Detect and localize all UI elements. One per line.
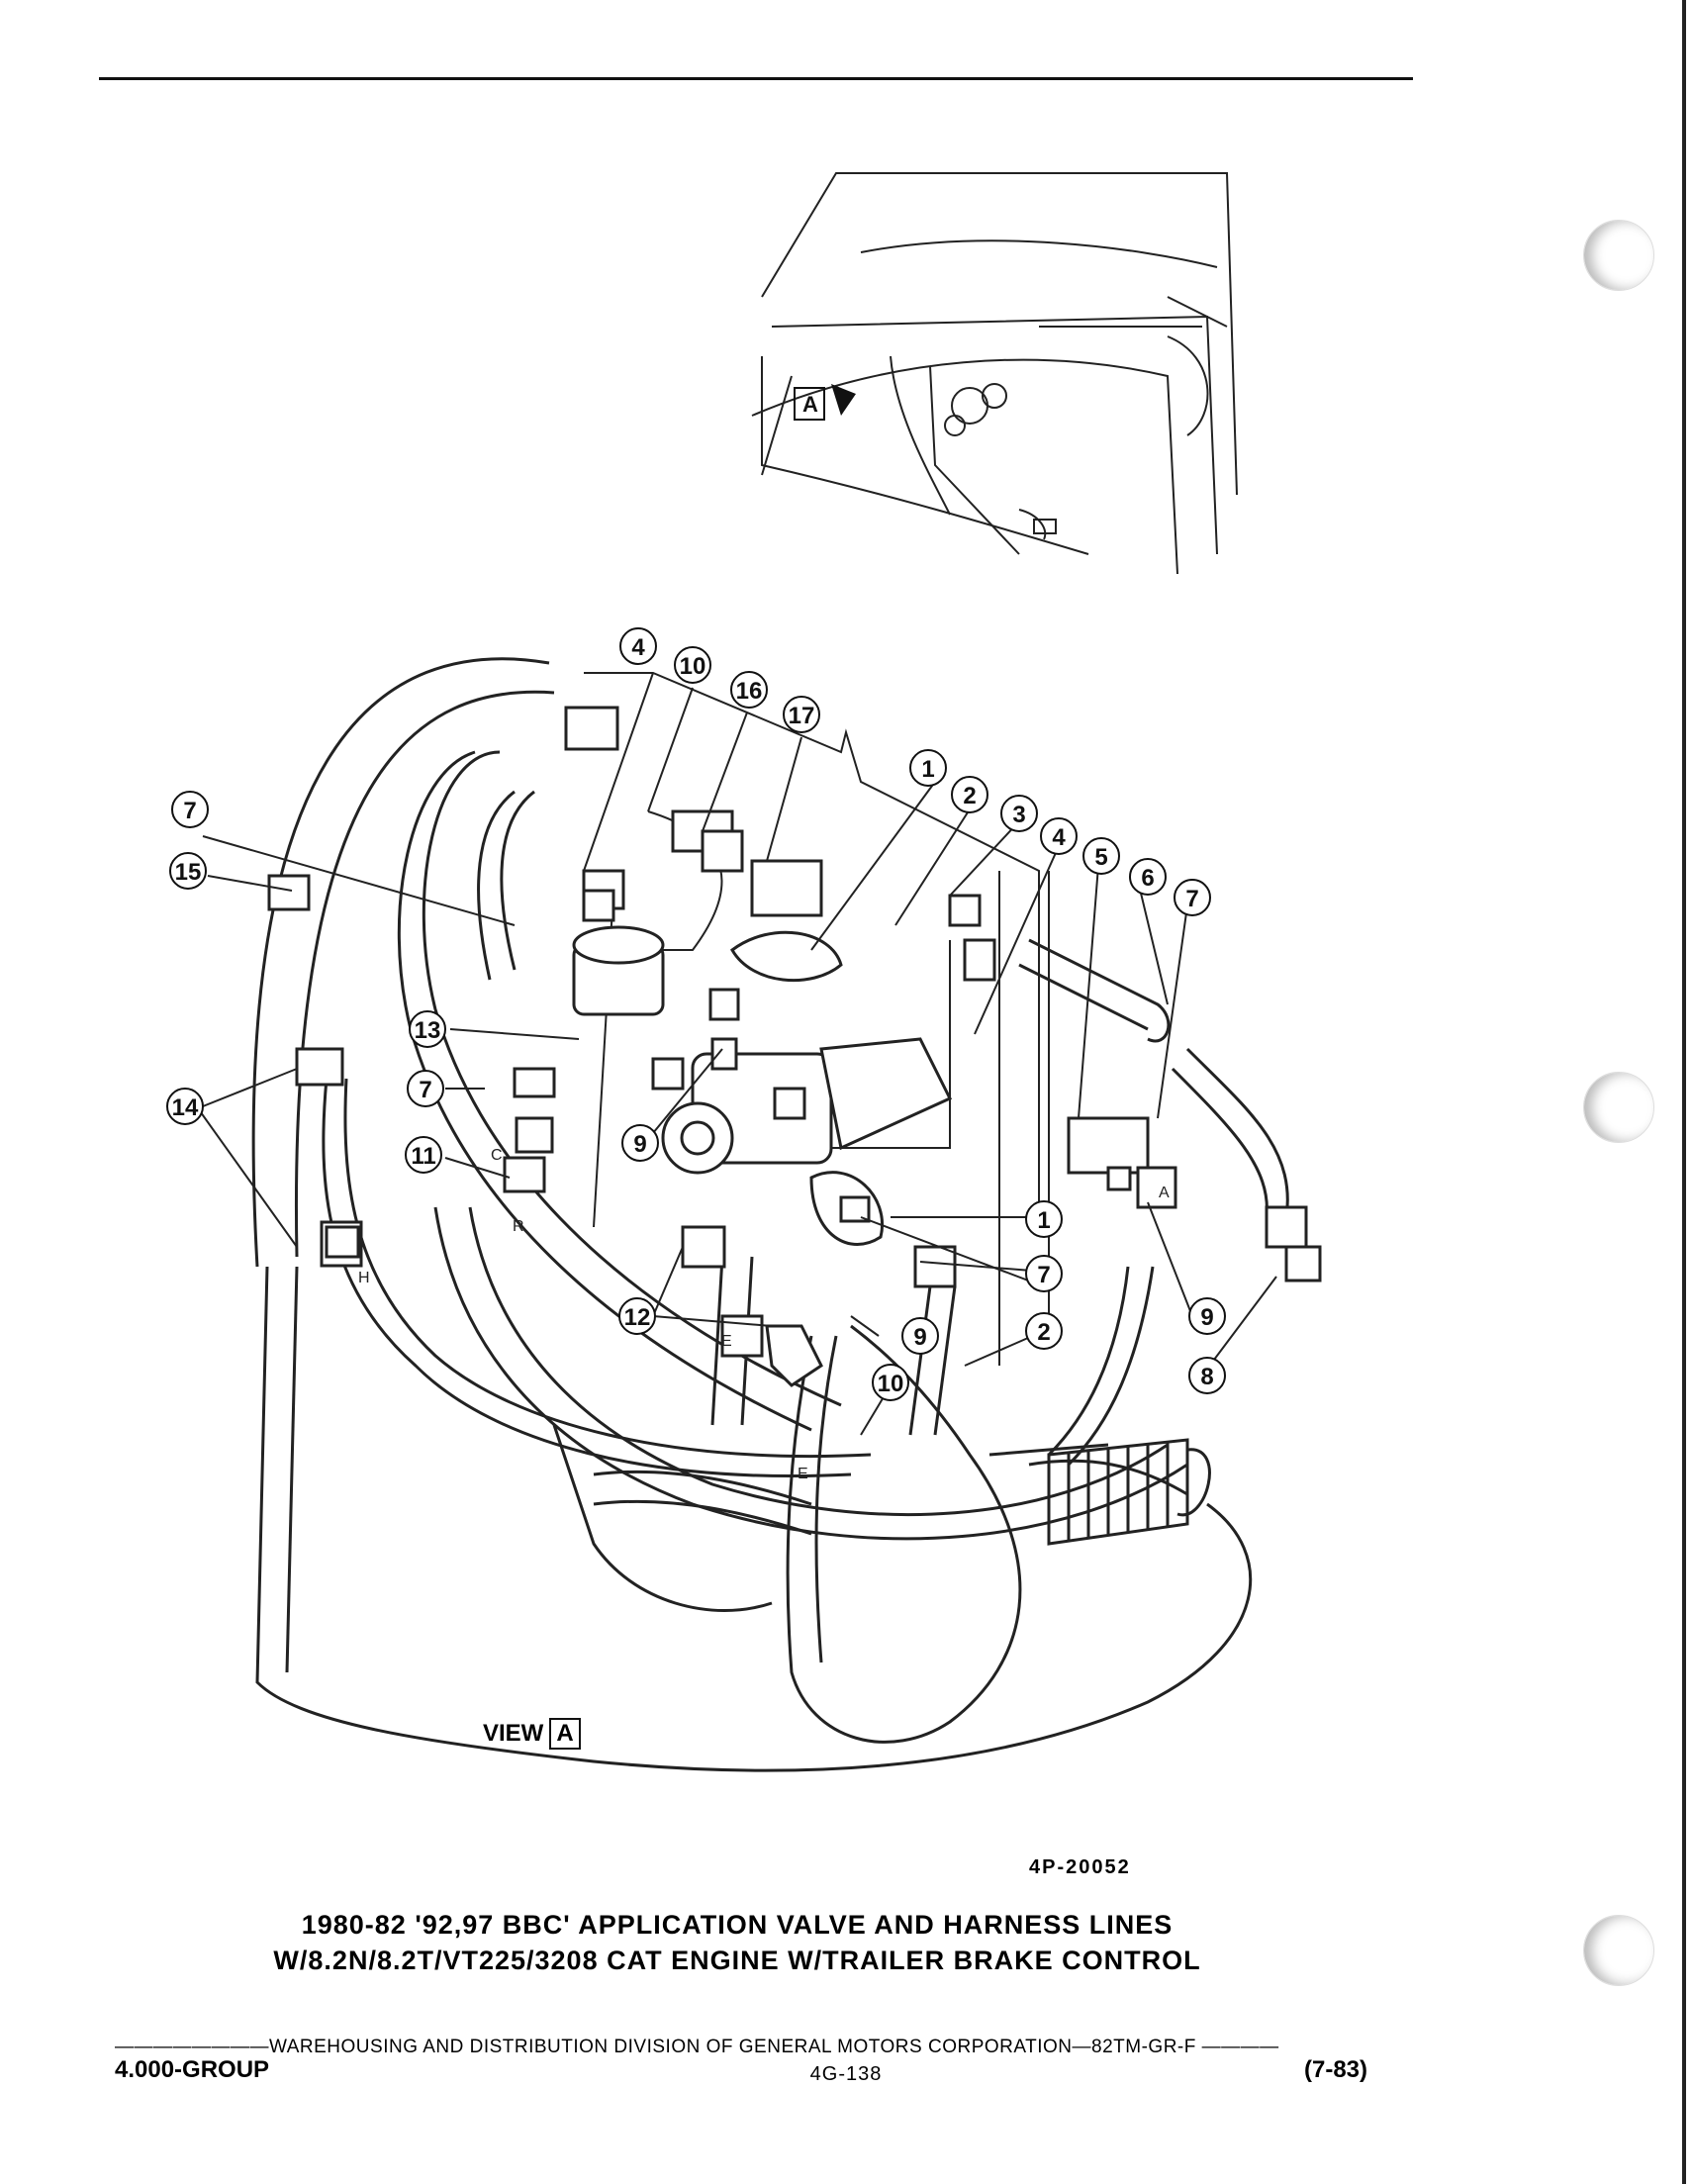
inset-view-marker: A (794, 384, 856, 421)
svg-text:10: 10 (878, 1371, 904, 1397)
callout-16: 16 (730, 671, 768, 709)
valves-fittings (267, 706, 1322, 1387)
svg-text:17: 17 (789, 703, 815, 729)
callout-7-lower: 7 (1025, 1255, 1063, 1292)
callout-5: 5 (1082, 837, 1120, 875)
corrugated-hose (1047, 1438, 1211, 1546)
callout-2-top: 2 (951, 776, 988, 813)
view-letter-box: A (549, 1718, 581, 1750)
callout-2-lower: 2 (1025, 1312, 1063, 1350)
callout-10-lower: 10 (872, 1364, 909, 1401)
figure-number: 4P-20052 (1029, 1856, 1131, 1878)
svg-text:7: 7 (419, 1077, 431, 1103)
caption-line-1: 1980-82 '92,97 BBC' APPLICATION VALVE AN… (301, 1910, 1174, 1940)
inset-letter: A (802, 392, 818, 417)
line-letter-a: A (1159, 1185, 1170, 1201)
svg-text:4: 4 (1052, 824, 1066, 851)
binder-hole-bottom (1583, 1915, 1654, 1986)
line-letter-h: H (358, 1270, 370, 1286)
callout-9-center: 9 (621, 1124, 659, 1162)
callout-9-lower: 9 (901, 1317, 939, 1355)
svg-text:7: 7 (183, 798, 196, 824)
view-label-text: VIEW (483, 1720, 544, 1747)
callout-15: 15 (169, 852, 207, 890)
svg-text:4: 4 (631, 634, 645, 661)
callout-8: 8 (1188, 1357, 1226, 1394)
svg-text:15: 15 (175, 859, 202, 886)
callouts: 4 10 16 17 1 2 3 4 5 6 7 7 15 13 14 7 11… (166, 627, 1226, 1401)
svg-text:13: 13 (415, 1017, 441, 1044)
svg-text:16: 16 (736, 678, 763, 705)
svg-text:2: 2 (1037, 1319, 1050, 1346)
callout-7-mid: 7 (407, 1070, 444, 1107)
svg-text:8: 8 (1200, 1364, 1213, 1390)
svg-text:9: 9 (633, 1131, 646, 1158)
footer-date: (7-83) (1304, 2056, 1368, 2083)
callout-13: 13 (409, 1010, 446, 1048)
callout-17: 17 (783, 696, 820, 733)
svg-text:2: 2 (963, 783, 976, 809)
callout-14: 14 (166, 1088, 204, 1125)
callout-4-top: 4 (619, 627, 657, 665)
callout-1-top: 1 (909, 749, 947, 787)
callout-9-right: 9 (1188, 1297, 1226, 1335)
footer-group: 4.000-GROUP (115, 2056, 270, 2083)
svg-text:11: 11 (411, 1143, 435, 1170)
binder-hole-middle (1583, 1072, 1654, 1143)
svg-text:3: 3 (1012, 802, 1025, 828)
line-letter-c: C (491, 1147, 503, 1164)
svg-text:7: 7 (1037, 1262, 1050, 1288)
svg-text:12: 12 (624, 1304, 651, 1331)
caption-line-2: W/8.2N/8.2T/VT225/3208 CAT ENGINE W/TRAI… (273, 1946, 1201, 1975)
svg-text:7: 7 (1185, 886, 1198, 912)
inset-locator-view (751, 172, 1238, 575)
line-letter-e: E (721, 1333, 732, 1350)
callout-12: 12 (618, 1297, 656, 1335)
footer-page-number: 4G-138 (809, 2063, 883, 2085)
svg-text:5: 5 (1094, 844, 1107, 871)
callout-4-right: 4 (1040, 817, 1078, 855)
svg-text:10: 10 (680, 653, 706, 680)
line-letter-e-2: E (798, 1466, 808, 1482)
callout-7-left: 7 (171, 791, 209, 828)
binder-hole-top (1583, 220, 1654, 291)
svg-text:6: 6 (1141, 865, 1154, 892)
callout-10-top: 10 (674, 646, 711, 684)
callout-11: 11 (405, 1136, 442, 1174)
callout-1-right: 1 (1025, 1200, 1063, 1238)
svg-text:9: 9 (1200, 1304, 1213, 1331)
callout-6: 6 (1129, 858, 1167, 896)
hose-letter-tags: C R H E E A (358, 1147, 1170, 1482)
view-arrow-icon (831, 384, 856, 416)
callout-7-right: 7 (1174, 879, 1211, 916)
page-edge (1682, 0, 1686, 2184)
leader-lines (197, 672, 1277, 1436)
svg-text:1: 1 (1037, 1207, 1050, 1234)
hoses (251, 657, 1289, 1772)
svg-text:1: 1 (921, 756, 934, 783)
callout-3: 3 (1000, 795, 1038, 832)
svg-text:9: 9 (913, 1324, 926, 1351)
line-letter-r: R (513, 1218, 524, 1235)
footer-organization: ————————WAREHOUSING AND DISTRIBUTION DIV… (115, 2037, 1279, 2057)
svg-text:14: 14 (172, 1094, 199, 1121)
top-rule (99, 77, 1413, 80)
